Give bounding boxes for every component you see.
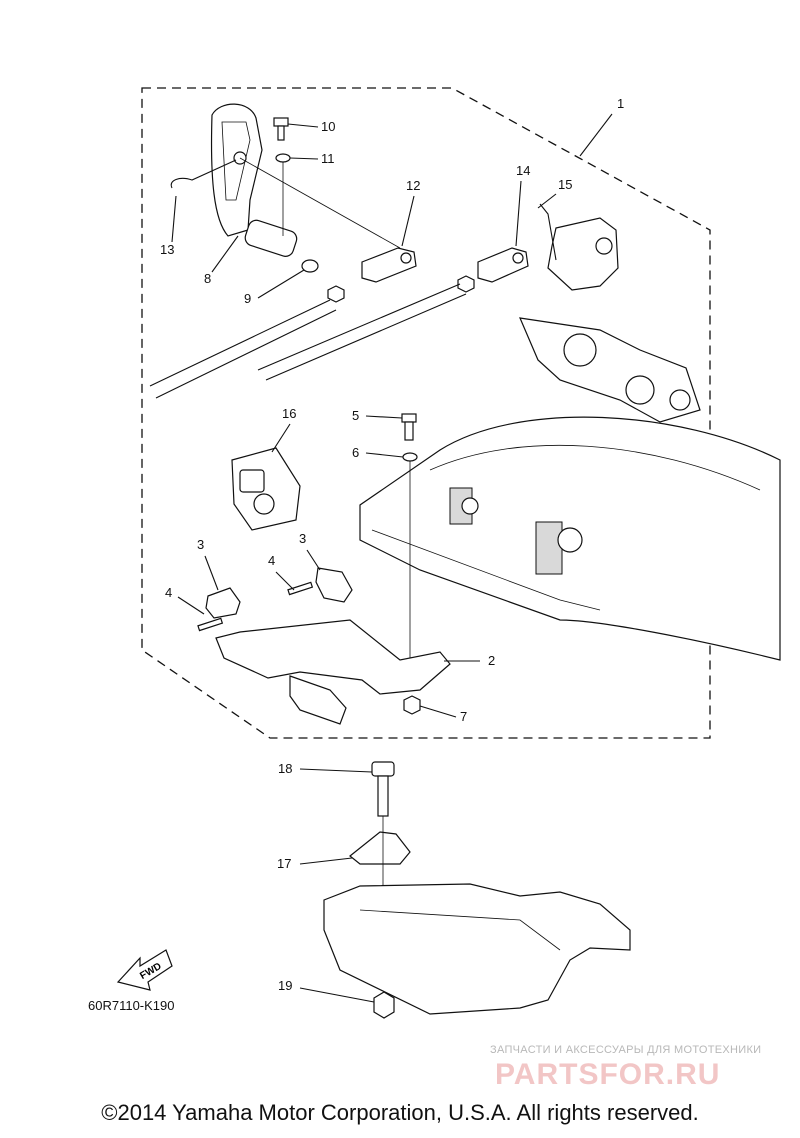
copyright-notice: ©2014 Yamaha Motor Corporation, U.S.A. A… [101,1100,699,1125]
callout-c1: 1 [617,96,624,111]
plate-17 [349,831,411,865]
callout-c18: 18 [278,761,292,776]
pin-4b [287,581,314,596]
fwd-arrow-icon: FWD [116,949,173,991]
callout-leader-c5 [365,415,403,419]
clip-13 [170,159,237,189]
callout-c9: 9 [244,291,251,306]
nut-a [327,285,345,303]
diagram-code: 60R7110-K190 [88,998,175,1013]
callout-leader-c8 [211,235,239,273]
lower-bracket [323,883,631,1015]
callout-leader-c16 [271,423,291,453]
callout-c14: 14 [516,163,530,178]
control-lever [210,103,298,257]
nut-19 [373,991,395,1019]
callout-leader-c3b [306,549,321,571]
callout-leader-c10 [287,123,319,128]
callout-leader-c6 [365,452,404,458]
shift-mechanism [519,317,701,423]
bracket-2 [215,619,451,695]
callout-leader-c15 [537,193,557,209]
callout-leader-c19 [299,987,375,1003]
callout-c8: 8 [204,271,211,286]
cable-joint-14 [477,247,529,283]
lower-cowling [359,416,781,661]
callout-leader-c7 [419,705,457,718]
washer-11 [275,153,291,163]
callout-leader-c11 [289,157,319,160]
callout-c6: 6 [352,445,359,460]
assembly-boundary [141,87,711,739]
callout-c4a: 4 [165,585,172,600]
callout-c3a: 3 [197,537,204,552]
callout-c15: 15 [558,177,572,192]
callout-leader-c14 [515,180,522,247]
o-ring-9 [301,259,319,273]
callout-c10: 10 [321,119,335,134]
cable-joint-12 [361,247,417,283]
washer-6 [402,452,418,462]
bolt-5 [401,413,417,441]
callout-leader-c3a [204,555,219,591]
cover-16 [231,447,301,531]
callout-c13: 13 [160,242,174,257]
callout-leader-c9 [257,269,305,299]
bolt-18 [371,761,395,817]
callout-leader-c13 [171,195,177,243]
callout-c19: 19 [278,978,292,993]
callout-leader-c4b [275,571,295,591]
callout-leader-c18 [299,768,373,773]
clamp-3a [205,587,241,619]
callout-leader-c12 [401,195,415,247]
callout-c12: 12 [406,178,420,193]
callout-c2: 2 [488,653,495,668]
callout-leader-c4a [177,596,205,615]
callout-c7: 7 [460,709,467,724]
control-cables [149,283,467,399]
watermark-tagline: ЗАПЧАСТИ И АКСЕССУАРЫ ДЛЯ МОТОТЕХНИКИ [490,1044,762,1056]
callout-c5: 5 [352,408,359,423]
callout-c17: 17 [277,856,291,871]
callout-leader-c17 [299,857,353,865]
callout-c3b: 3 [299,531,306,546]
watermark-brand: PARTSFOR.RU [495,1058,721,1091]
nut-7 [403,695,421,715]
throttle-lever-15 [539,203,619,291]
callout-c4b: 4 [268,553,275,568]
callout-c16: 16 [282,406,296,421]
nut-b [457,275,475,293]
callout-c11: 11 [321,151,335,166]
bolt-10 [273,117,289,141]
pin-4a [197,617,224,632]
clamp-3b [315,567,353,603]
callout-leader-c1 [579,113,613,157]
